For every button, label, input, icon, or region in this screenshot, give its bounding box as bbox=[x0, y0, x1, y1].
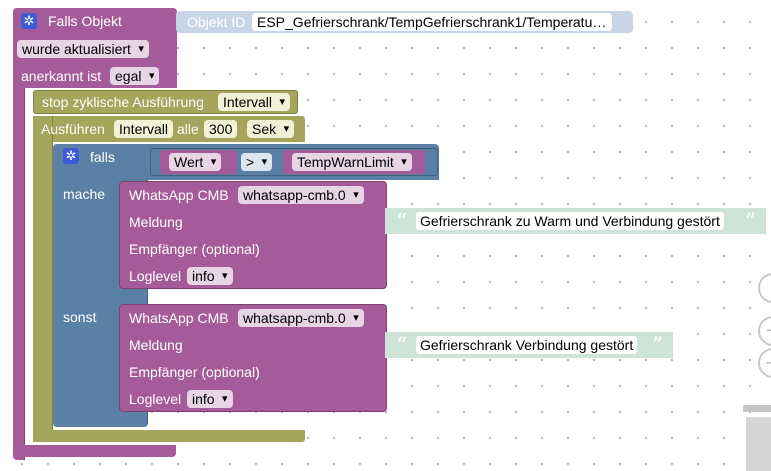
message-text-field[interactable]: Gefrierschrank zu Warm und Verbindung ge… bbox=[416, 212, 724, 230]
loglevel-label: Loglevel bbox=[129, 391, 182, 407]
whatsapp-title: WhatsApp CMB bbox=[129, 310, 229, 326]
left-operand-dropdown[interactable]: Wert bbox=[169, 153, 222, 171]
interval-block-footer bbox=[33, 430, 305, 442]
trash-icon[interactable] bbox=[743, 405, 771, 471]
interval-amount-field[interactable]: 300 bbox=[204, 120, 238, 138]
trigger-block[interactable] bbox=[13, 8, 25, 460]
zoom-out-icon[interactable]: – bbox=[758, 348, 771, 378]
gear-icon[interactable]: ✲ bbox=[21, 13, 37, 29]
loglevel-label: Loglevel bbox=[129, 268, 182, 284]
ack-dropdown[interactable]: egal bbox=[110, 67, 160, 85]
ack-label: anerkannt ist bbox=[21, 68, 102, 84]
whatsapp-instance-dropdown[interactable]: whatsapp-cmb.0 bbox=[238, 186, 364, 204]
message-text-block[interactable]: “ Gefrierschrank zu Warm und Verbindung … bbox=[385, 208, 766, 235]
interval-unit-dropdown[interactable]: Sek bbox=[247, 120, 295, 138]
gear-icon[interactable]: ✲ bbox=[63, 148, 79, 164]
whatsapp-instance-dropdown[interactable]: whatsapp-cmb.0 bbox=[238, 309, 364, 327]
event-dropdown[interactable]: wurde aktualisiert bbox=[17, 40, 149, 58]
whatsapp-title: WhatsApp CMB bbox=[129, 187, 229, 203]
object-id-value[interactable]: ESP_Gefrierschrank/TempGefrierschrank1/T… bbox=[252, 13, 613, 31]
interval-name-field[interactable]: Intervall bbox=[114, 120, 174, 138]
open-quote-icon: “ bbox=[396, 210, 408, 235]
trash-lid bbox=[743, 405, 771, 412]
close-quote-icon: ” bbox=[651, 334, 663, 359]
close-quote-icon: ” bbox=[744, 210, 756, 235]
stop-interval-dropdown[interactable]: Intervall bbox=[218, 93, 291, 111]
right-operand-dropdown[interactable]: TempWarnLimit bbox=[292, 153, 412, 171]
zoom-in-icon[interactable]: + bbox=[758, 316, 771, 346]
open-quote-icon: “ bbox=[396, 334, 408, 359]
interval-block-left bbox=[33, 116, 53, 442]
if-label: falls bbox=[90, 149, 115, 165]
message-label: Meldung bbox=[129, 214, 183, 230]
interval-run-label: Ausführen bbox=[41, 121, 105, 137]
loglevel-dropdown[interactable]: info bbox=[187, 267, 233, 285]
else-label: sonst bbox=[63, 309, 97, 325]
message-text-field[interactable]: Gefrierschrank Verbindung gestört bbox=[416, 336, 638, 354]
recipient-label: Empfänger (optional) bbox=[129, 241, 260, 257]
stop-interval-label: stop zyklische Ausführung bbox=[42, 94, 204, 110]
object-id-label: Objekt ID bbox=[187, 14, 246, 30]
loglevel-dropdown[interactable]: info bbox=[187, 390, 233, 408]
operator-dropdown[interactable]: > bbox=[241, 153, 273, 171]
recipient-label: Empfänger (optional) bbox=[129, 364, 260, 380]
trash-can bbox=[746, 417, 771, 471]
message-label: Meldung bbox=[129, 337, 183, 353]
interval-every-label: alle bbox=[177, 121, 199, 137]
zoom-reset-icon[interactable] bbox=[758, 273, 771, 303]
object-id-field[interactable]: Objekt ID ESP_Gefrierschrank/TempGefrier… bbox=[176, 11, 633, 33]
trigger-block-footer bbox=[13, 445, 176, 457]
trigger-title: Falls Objekt bbox=[48, 13, 122, 29]
message-text-block[interactable]: “ Gefrierschrank Verbindung gestört ” bbox=[385, 332, 673, 359]
then-label: mache bbox=[63, 186, 106, 202]
